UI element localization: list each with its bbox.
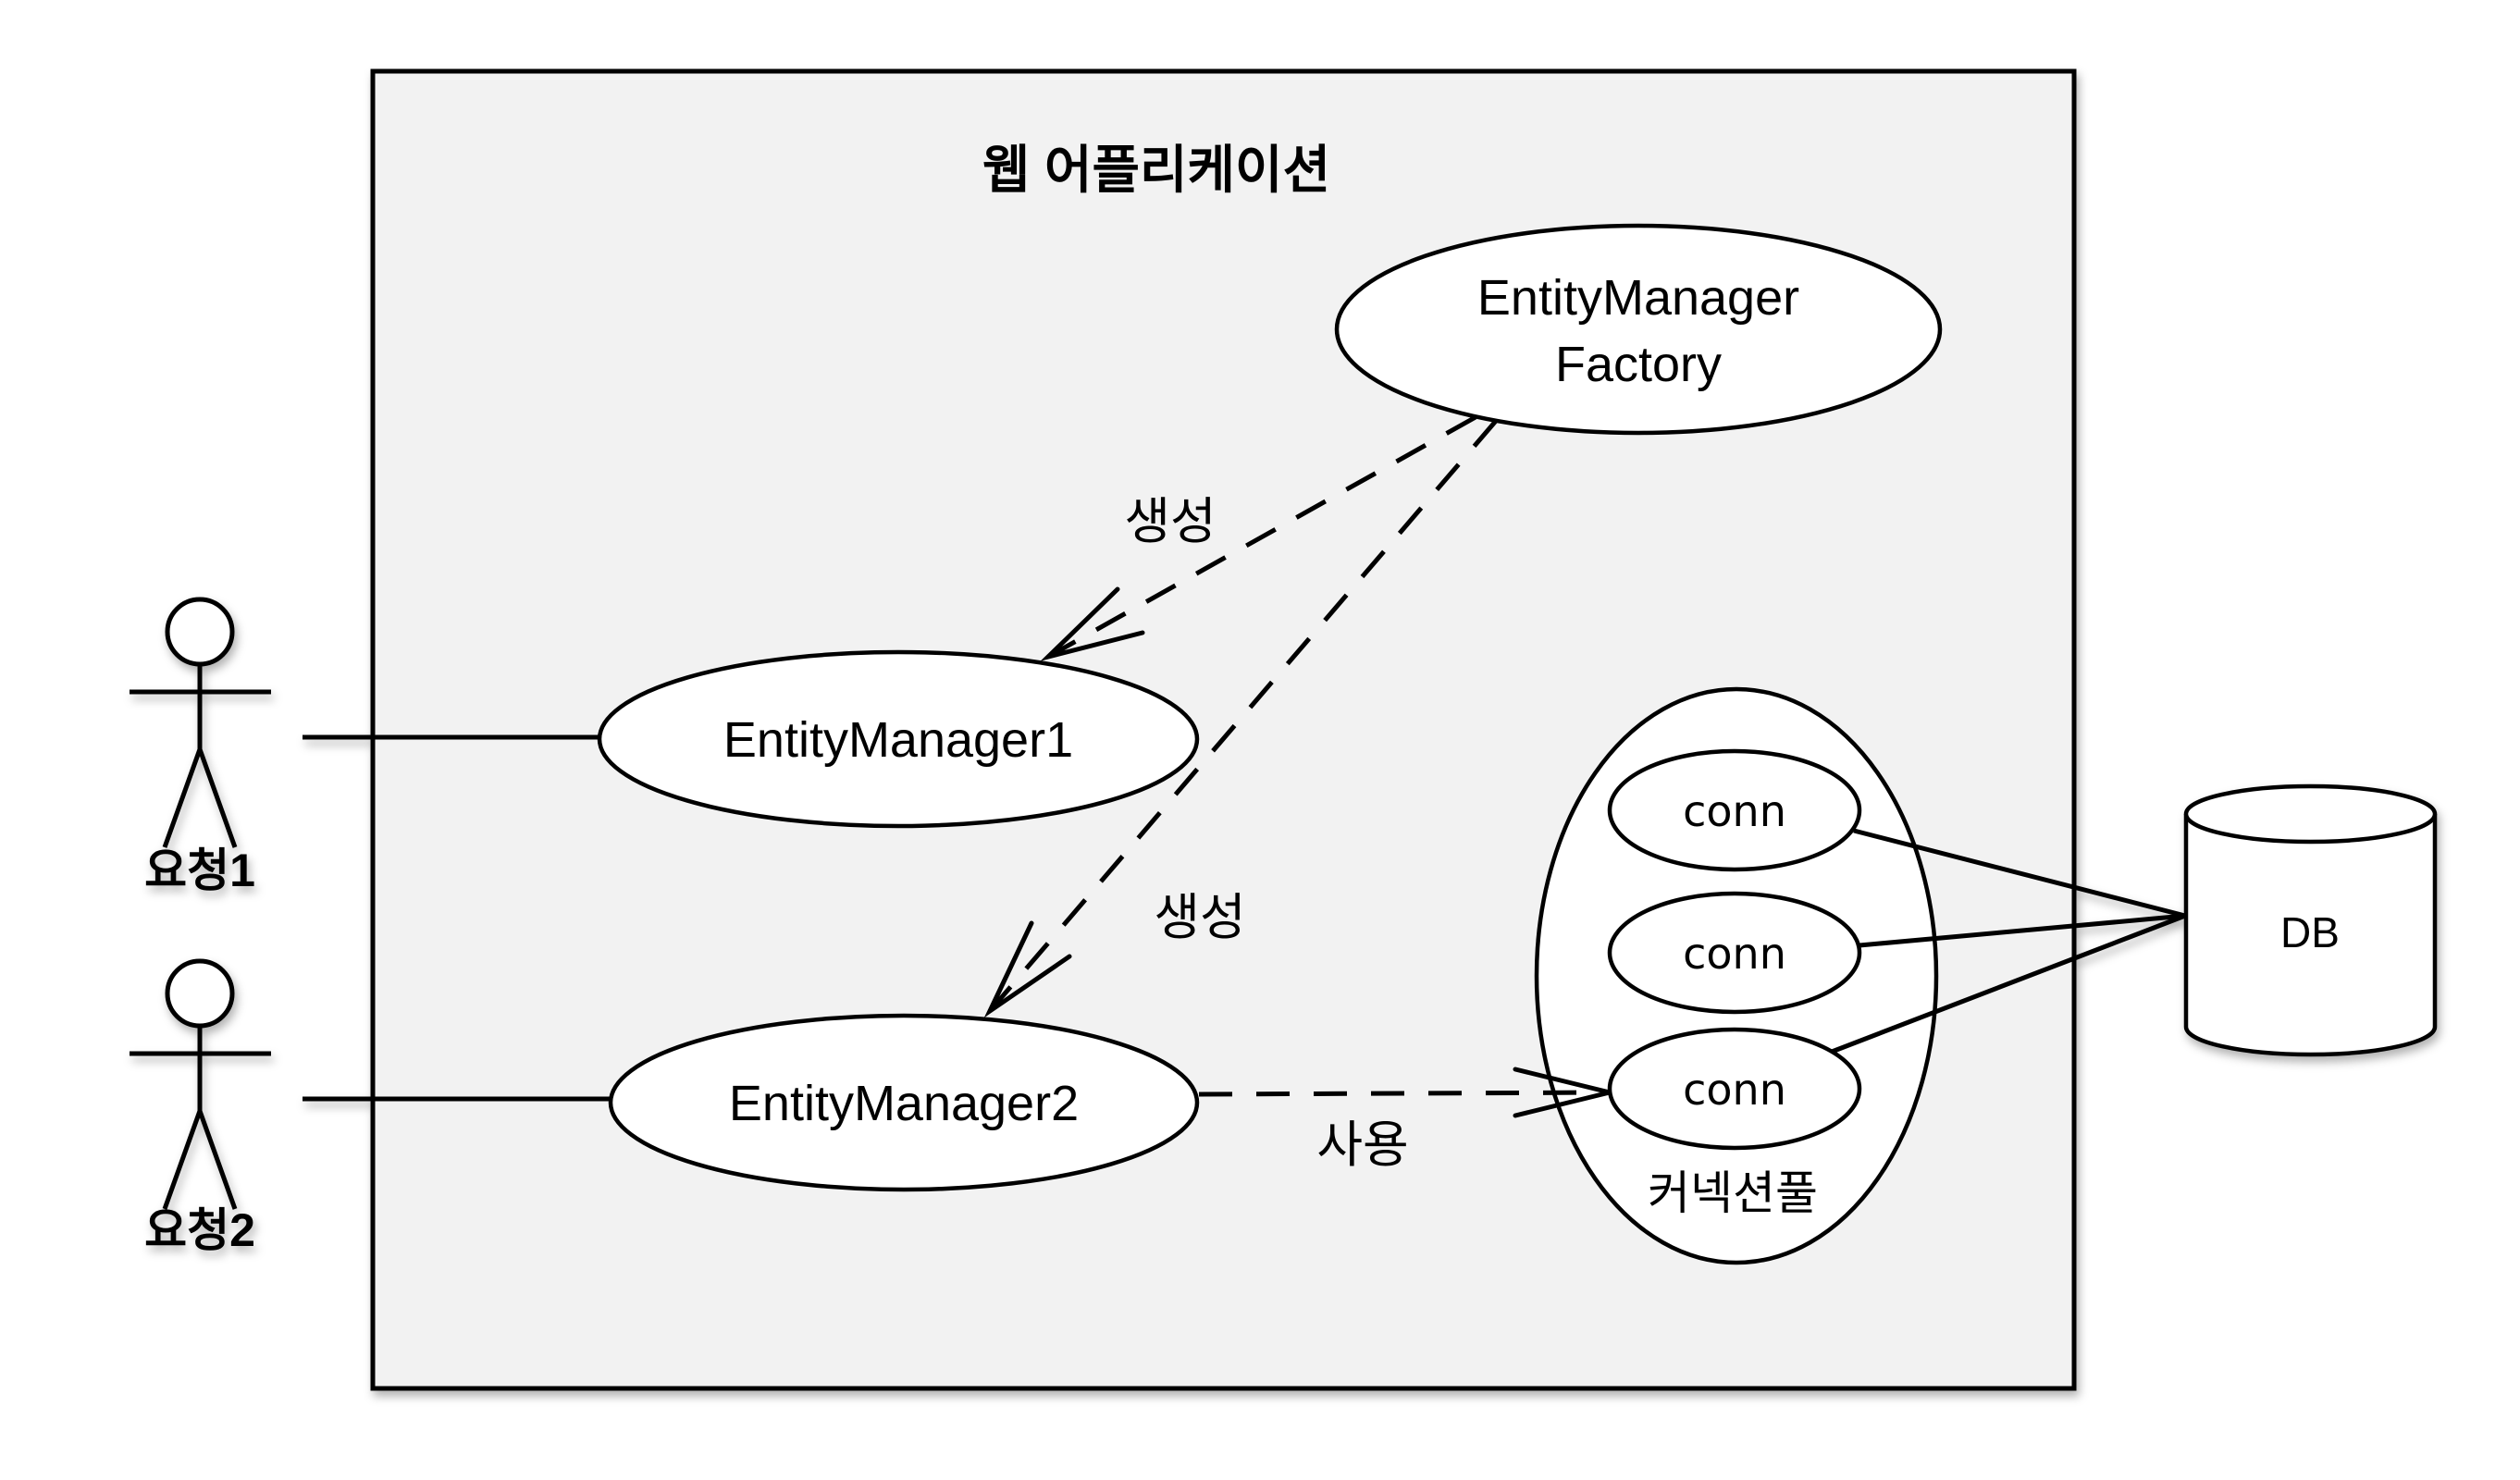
node-entity-manager-1: EntityManager1 [597,649,1200,829]
entity-manager-1-label: EntityManager1 [723,712,1073,768]
actor1-head-icon [165,597,235,667]
node-entity-manager-2: EntityManager2 [608,1013,1200,1192]
connection-pool-label: 커넥션풀 [1648,1167,1818,1219]
create-em1-line [1046,414,1477,660]
conn-3-ellipse [1607,1027,1862,1151]
actor2-label: 요청2 [144,1204,255,1256]
database-cylinder-top [2183,783,2438,845]
edge-conn3-db [1831,913,2186,1054]
edge-conn1-db [1853,828,2186,919]
node-database: DB [2183,783,2438,1057]
node-connection-pool: conn conn conn 커넥션풀 [1534,686,1939,1265]
actor-request1: 요청1 [130,597,271,896]
conn-2-label: conn [1683,929,1786,979]
actor1-label: 요청1 [144,845,255,896]
database-label: DB [2280,908,2340,956]
conn-1-ellipse [1607,748,1862,872]
create-em2-label: 생성 [1154,890,1245,945]
web-application-title: 웹 어플리케이션 [982,141,1330,199]
entity-manager-factory-label-line1: EntityManager [1477,270,1799,326]
actor2-head-icon [165,958,235,1029]
entity-manager-2-label: EntityManager2 [729,1076,1079,1131]
database-cylinder-body [2183,814,2438,1057]
create-em1-label: 생성 [1124,494,1216,549]
entity-manager-factory-ellipse [1334,223,1943,436]
conn-3-label: conn [1683,1065,1786,1115]
actor2-legs [162,1104,238,1210]
entity-manager-2-ellipse [608,1013,1200,1192]
actor-request2: 요청2 [130,958,271,1256]
create-em2-line [988,419,1498,1013]
edge-conn2-db [1859,913,2186,948]
create-em1-arrowhead-icon [1040,586,1145,661]
use-conn-label: 사용 [1316,1117,1408,1173]
node-entity-manager-factory: EntityManager Factory [1334,223,1943,436]
use-conn-line [1198,1090,1611,1097]
conn-1-label: conn [1683,786,1786,836]
create-em2-arrowhead-icon [983,920,1072,1018]
conn-2-ellipse [1607,891,1862,1015]
entity-manager-1-ellipse [597,649,1200,829]
entity-manager-factory-label-line2: Factory [1555,337,1722,392]
edge-create-em1: 생성 [1040,414,1477,661]
use-conn-arrowhead-icon [1513,1067,1611,1118]
actor1-legs [162,742,238,848]
edge-use-conn: 사용 [1198,1067,1611,1173]
edge-create-em2: 생성 [983,419,1498,1018]
